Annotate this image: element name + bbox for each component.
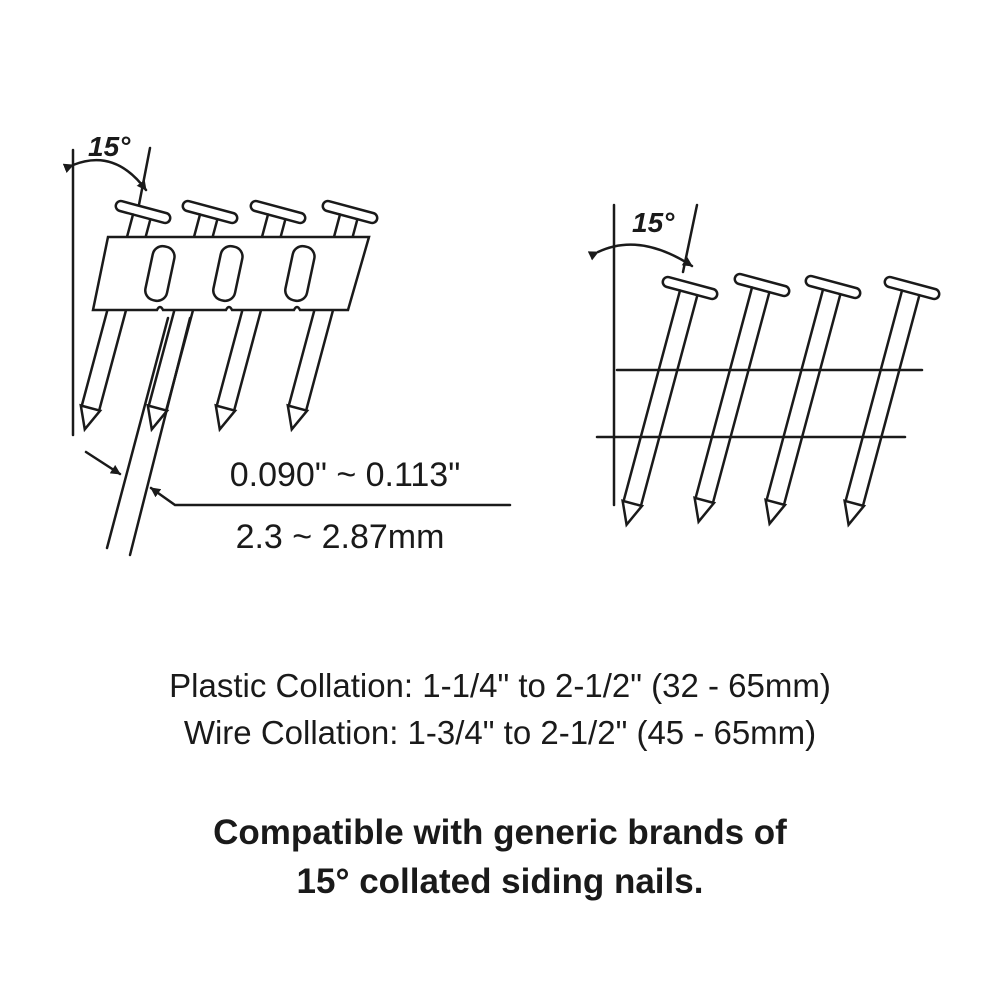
nail [79,199,172,433]
nail [764,274,862,527]
dimension-leader [149,486,512,507]
nail [621,275,719,528]
wire-collated-nails [587,203,941,528]
wire-collation-spec: Wire Collation: 1-3/4" to 2-1/2" (45 - 6… [183,714,817,751]
angle-label-left: 15° [88,131,131,162]
nail [146,199,239,433]
strip-slot [284,244,316,303]
angle-label-right: 15° [632,207,675,238]
angle-arc [587,243,694,268]
diameter-mm: 2.3 ~ 2.87mm [236,518,445,556]
wire-shaft-line [105,316,170,550]
diameter-inches: 0.090" ~ 0.113" [230,456,461,494]
plastic-strip [91,235,371,312]
compatibility-line-2: 15° collated siding nails. [296,862,704,901]
nail [214,199,307,433]
strip-slot [212,244,244,303]
nail [693,272,791,525]
angle-arc [62,158,148,192]
compatibility-line-1: Compatible with generic brands of [213,813,787,852]
plastic-collated-nails [62,146,512,557]
strip-slot [144,244,176,303]
nail [843,275,941,528]
wire-shaft-line [128,316,192,557]
plastic-collation-spec: Plastic Collation: 1-1/4" to 2-1/2" (32 … [169,667,831,704]
dimension-arrow [84,450,122,476]
